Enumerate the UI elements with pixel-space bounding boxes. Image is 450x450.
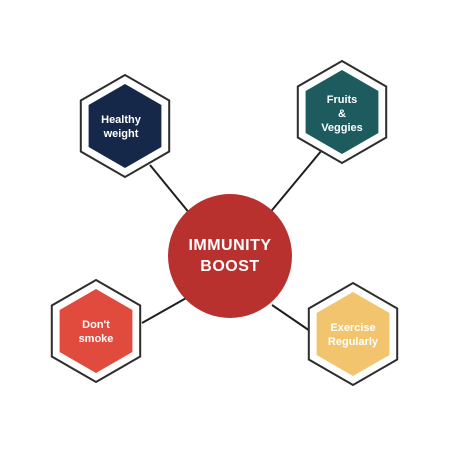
connector-exercise-regularly [271, 304, 314, 334]
node-label-line: Veggies [321, 122, 363, 134]
hexagon-fill [59, 289, 133, 373]
center-title-line1: IMMUNITY [188, 237, 271, 254]
node-label-line: & [338, 108, 346, 120]
hexagon-fill [305, 70, 379, 154]
center-title-line2: BOOST [200, 258, 259, 275]
hexagon-fill [316, 292, 390, 376]
connector-fruits-veggies [267, 149, 323, 216]
node-label-line: Healthy [101, 114, 142, 126]
connectors [141, 149, 323, 334]
center-node: IMMUNITY BOOST [168, 194, 292, 318]
hexagon-fill [88, 84, 162, 168]
center-circle [168, 194, 292, 318]
connector-healthy-weight [149, 164, 196, 221]
node-label-line: Exercise [330, 322, 375, 334]
node-fruits-veggies: Fruits & Veggies [296, 59, 388, 165]
node-healthy-weight: Healthy weight [79, 73, 171, 179]
node-exercise-regularly: Exercise Regularly [307, 281, 399, 387]
node-label-line: Fruits [327, 94, 358, 106]
node-label-line: weight [103, 128, 139, 140]
connector-dont-smoke [141, 296, 189, 324]
node-label-line: smoke [79, 333, 114, 345]
node-dont-smoke: Don't smoke [50, 278, 142, 384]
node-label-line: Don't [82, 319, 110, 331]
node-label-line: Regularly [328, 336, 379, 348]
